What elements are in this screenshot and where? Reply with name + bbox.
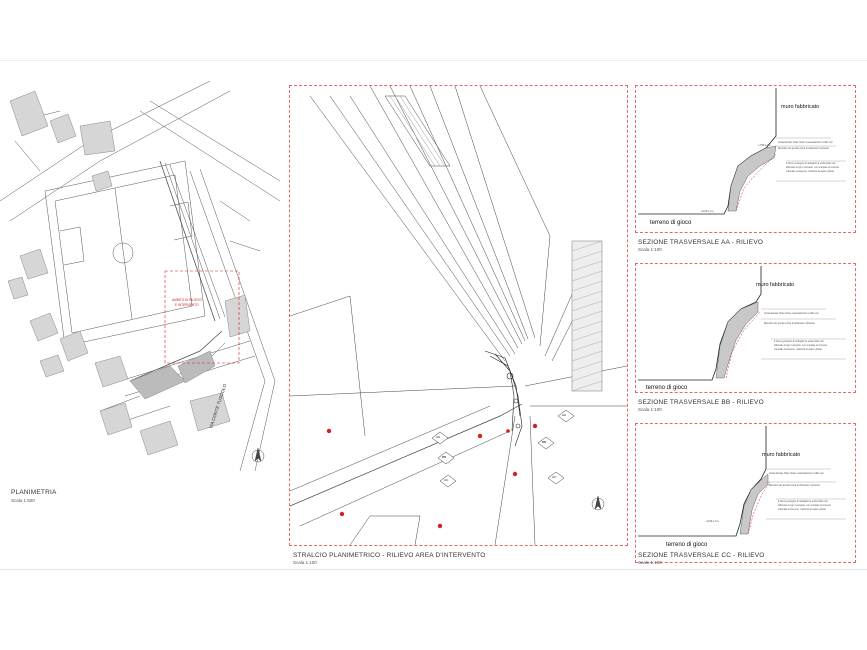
section-bb-title: SEZIONE TRASVERSALE BB - RILIEVO	[638, 399, 764, 406]
hatched-building	[571, 240, 603, 392]
svg-text:materiale incoerente, costitui: materiale incoerente, costituito da sass…	[778, 508, 826, 511]
north-arrow-icon	[251, 447, 265, 463]
section-marker-aa-2: AA	[562, 413, 566, 417]
detail-plan-frame	[289, 85, 628, 546]
svg-text:materiale incoerente, costitui: materiale incoerente, costituito da sass…	[774, 348, 822, 351]
section-cc-drawing: +0.00 s.l.m. Grata attivata. Parte final…	[638, 426, 846, 548]
section-cc-ground-label: terreno di gioco	[666, 542, 708, 548]
svg-text:+7.50 s.l.m.: +7.50 s.l.m.	[758, 144, 771, 147]
section-cc-scale: Scala 1:100	[638, 560, 662, 565]
svg-text:affiorante lungo il versante,: affiorante lungo il versante, con scarpa…	[786, 166, 840, 169]
svg-text:Ripristino del pendio prima di: Ripristino del pendio prima di effettuar…	[769, 484, 821, 487]
section-marker-bb-1: BB	[442, 455, 446, 459]
section-bb-scale: Scala 1:100	[638, 407, 662, 412]
red-elevation-markers	[326, 423, 538, 529]
section-aa-frame	[635, 85, 856, 233]
detail-plan-title: STRALCIO PLANIMETRICO - RILIEVO AREA D'I…	[293, 552, 486, 559]
svg-text:Il rilievo geologico di dettag: Il rilievo geologico di dettaglio ha evi…	[774, 340, 825, 343]
svg-text:Ripristino del pendio prima di: Ripristino del pendio prima di effettuar…	[778, 147, 830, 150]
area-label-2: E INTERVENTO	[175, 303, 199, 307]
detail-plan-scale: Scala 1:100	[293, 560, 317, 565]
section-bb-wall-label: muro fabbricato	[756, 282, 794, 288]
survey-node	[484, 350, 523, 447]
site-plan-title: PLANIMETRIA	[11, 489, 57, 496]
svg-text:Grata attivata. Parte finale a: Grata attivata. Parte finale a paravalan…	[769, 472, 824, 475]
section-aa-wall-label: muro fabbricato	[781, 104, 819, 110]
section-aa-drawing: +7.50 s.l.m. +0.00 s.l.m. Grata attivata…	[638, 88, 846, 226]
drawing-sheet: AMBITO DI RILIEVO E INTERVENTO VIA CONTE…	[0, 60, 867, 570]
svg-text:Grata attivata. Parte finale a: Grata attivata. Parte finale a paravalan…	[778, 141, 833, 144]
section-marker-aa-1: AA	[436, 435, 440, 439]
svg-text:+0.00 s.l.m.: +0.00 s.l.m.	[701, 210, 714, 213]
svg-text:materiale incoerente, costitui: materiale incoerente, costituito da sass…	[786, 170, 834, 173]
section-cc-wall-label: muro fabbricato	[762, 452, 800, 458]
section-cc-frame	[635, 423, 856, 563]
section-aa-scale: Scala 1:100	[638, 247, 662, 252]
area-label-1: AMBITO DI RILIEVO	[172, 298, 202, 302]
site-plan-drawing: AMBITO DI RILIEVO E INTERVENTO VIA CONTE…	[0, 81, 280, 471]
section-cc-title: SEZIONE TRASVERSALE CC - RILIEVO	[638, 552, 765, 559]
section-marker-cc-1: CC	[444, 478, 449, 482]
svg-text:Grata attivata. Parte finale a: Grata attivata. Parte finale a paravalan…	[764, 312, 819, 315]
svg-text:affiorante lungo il versante,: affiorante lungo il versante, con scarpa…	[774, 344, 828, 347]
detail-plan-drawing: AA AA BB BB CC CC	[290, 86, 627, 545]
section-bb-drawing: Grata attivata. Parte finale a paravalan…	[638, 266, 846, 391]
section-bb-frame	[635, 263, 856, 393]
section-marker-cc-2: CC	[552, 475, 557, 479]
section-aa-title: SEZIONE TRASVERSALE AA - RILIEVO	[638, 239, 764, 246]
survey-area-outline	[164, 270, 240, 364]
section-aa-ground-label: terreno di gioco	[650, 220, 692, 226]
svg-text:Ripristino del pendio prima di: Ripristino del pendio prima di effettuar…	[764, 322, 816, 325]
north-arrow-icon	[591, 495, 605, 511]
svg-text:Il rilievo geologico di dettag: Il rilievo geologico di dettaglio ha evi…	[786, 162, 837, 165]
svg-text:Il rilievo geologico di dettag: Il rilievo geologico di dettaglio ha evi…	[778, 500, 829, 503]
section-marker-bb-2: BB	[542, 440, 546, 444]
svg-text:+0.00 s.l.m.: +0.00 s.l.m.	[706, 520, 719, 523]
svg-text:affiorante lungo il versante,: affiorante lungo il versante, con scarpa…	[778, 504, 832, 507]
site-plan-scale: Scala 1:500	[11, 498, 35, 503]
section-bb-ground-label: terreno di gioco	[646, 385, 688, 391]
